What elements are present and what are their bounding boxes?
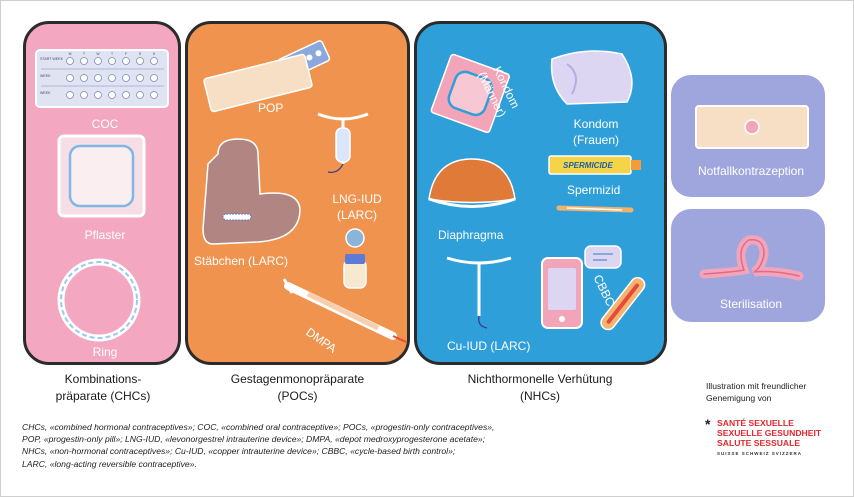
caption-nhc-line1: Nichthormonelle Verhütung [467, 372, 613, 386]
label-diaphragm: Diaphragma [438, 228, 504, 242]
caption-poc-line1: Gestagenmonopräparate [230, 372, 365, 386]
female-condom-icon [550, 50, 633, 105]
logo-sub: SUISSE SCHWEIZ SVIZZERA [717, 451, 803, 456]
pop-pill-box-icon [203, 40, 331, 113]
copper-iud-icon [446, 256, 512, 329]
label-condom-female-line2: (Frauen) [572, 133, 619, 147]
spermicide-brand: SPERMICIDE [563, 161, 613, 170]
caption-chc: Kombinations- präparate (CHCs) [38, 371, 168, 405]
caption-chc-line2: präparate (CHCs) [55, 389, 151, 403]
pill-day: S [139, 52, 142, 56]
pill-day: T [111, 52, 113, 56]
dmpa-syringe-icon [282, 278, 407, 343]
cbbc-phone-icon [541, 257, 583, 329]
caption-nhc-line2: (NHCs) [520, 389, 560, 403]
credit-line2: Genemigung von [706, 393, 772, 403]
pill-day: M [69, 52, 72, 56]
label-emergency: Notfallkontrazeption [697, 164, 805, 178]
label-lng-iud: LNG-IUD (LARC) [326, 191, 388, 223]
label-spermicide: Spermizid [567, 183, 621, 197]
panel-chc: START WEEK WEEK WEEK M T W T F S S COC P… [23, 21, 181, 365]
label-condom-female-line1: Kondom [573, 117, 619, 131]
label-patch: Pflaster [84, 228, 126, 242]
caption-nhc: Nichthormonelle Verhütung (NHCs) [440, 371, 640, 405]
patch-icon [57, 134, 146, 218]
asterisk-icon: * [705, 416, 711, 432]
spermicide-applicator-icon [556, 205, 634, 213]
panel-sterilisation: Sterilisation [671, 209, 825, 322]
logo-line3: SALUTE SESSUALE [717, 438, 801, 448]
label-implant: Stäbchen (LARC) [194, 254, 289, 268]
footnote-line: NHCs, «non-hormonal contraceptives»; Cu-… [22, 446, 456, 457]
caption-poc: Gestagenmonopräparate (POCs) [205, 371, 390, 405]
arm-implant-icon [202, 138, 301, 245]
panel-poc: POP LNG-IUD (LARC) Stäbchen (LARC) DMPA [185, 21, 410, 365]
tied-tube-icon [699, 235, 804, 281]
male-condom-icon [430, 53, 510, 134]
logo-line2: SEXUELLE GESUNDHEIT [717, 428, 822, 438]
logo-line1: SANTÉ SEXUELLE [717, 418, 794, 428]
coc-pill-pack-icon: START WEEK WEEK WEEK M T W T F S S [35, 49, 169, 108]
abbreviation-footnote: CHCs, «combined hormonal contraceptives»… [22, 421, 692, 470]
pill-pack-row2: WEEK [40, 74, 51, 78]
pill-day: F [125, 52, 127, 56]
footnote-line: LARC, «long-acting reversible contracept… [22, 458, 197, 469]
caption-chc-line1: Kombinations- [64, 372, 142, 386]
cbbc-bubble-icon [584, 245, 622, 269]
label-lng-iud-line1: LNG-IUD [332, 192, 382, 206]
pill-day: S [153, 52, 156, 56]
pill-day: W [96, 52, 100, 56]
label-pop: POP [258, 101, 284, 115]
illustration-credit: Illustration mit freundlicher Genemigung… [706, 380, 846, 404]
diaphragm-icon [428, 158, 516, 208]
caption-poc-line2: (POCs) [277, 389, 318, 403]
panel-nhc: SPERMICIDE [414, 21, 667, 365]
nhc-illustrations: SPERMICIDE [428, 50, 646, 331]
label-coc: COC [91, 117, 119, 131]
footnote-line: POP, «progestin-only pill»; LNG-IUD, «le… [22, 434, 486, 445]
label-sterilisation: Sterilisation [719, 297, 783, 311]
label-lng-iud-line2: (LARC) [336, 208, 377, 222]
thermometer-icon [600, 276, 646, 331]
poc-illustrations [202, 40, 407, 343]
emergency-illustration [695, 105, 809, 149]
pill-day: T [83, 52, 85, 56]
label-ring: Ring [92, 345, 118, 359]
label-cu-iud: Cu-IUD (LARC) [447, 339, 531, 353]
pill-pack-row3: WEEK [40, 91, 51, 95]
panel-emergency: Notfallkontrazeption [671, 75, 825, 197]
label-condom-female: Kondom (Frauen) [565, 116, 627, 148]
dmpa-vial-icon [343, 228, 367, 289]
spermicide-tube-icon: SPERMICIDE [548, 155, 641, 175]
lng-iud-icon [317, 112, 369, 173]
pill-pack-row1: START WEEK [40, 57, 64, 61]
chc-illustrations: START WEEK WEEK WEEK M T W T F S S [35, 49, 169, 342]
sterilisation-illustration [699, 235, 804, 281]
footnote-line: CHCs, «combined hormonal contraceptives»… [22, 422, 495, 432]
credit-line1: Illustration mit freundlicher [706, 381, 807, 391]
emergency-pill-icon [695, 105, 809, 149]
sante-sexuelle-logo: * SANTÉ SEXUELLE SEXUELLE GESUNDHEIT SAL… [705, 416, 847, 456]
vaginal-ring-icon [57, 258, 141, 342]
